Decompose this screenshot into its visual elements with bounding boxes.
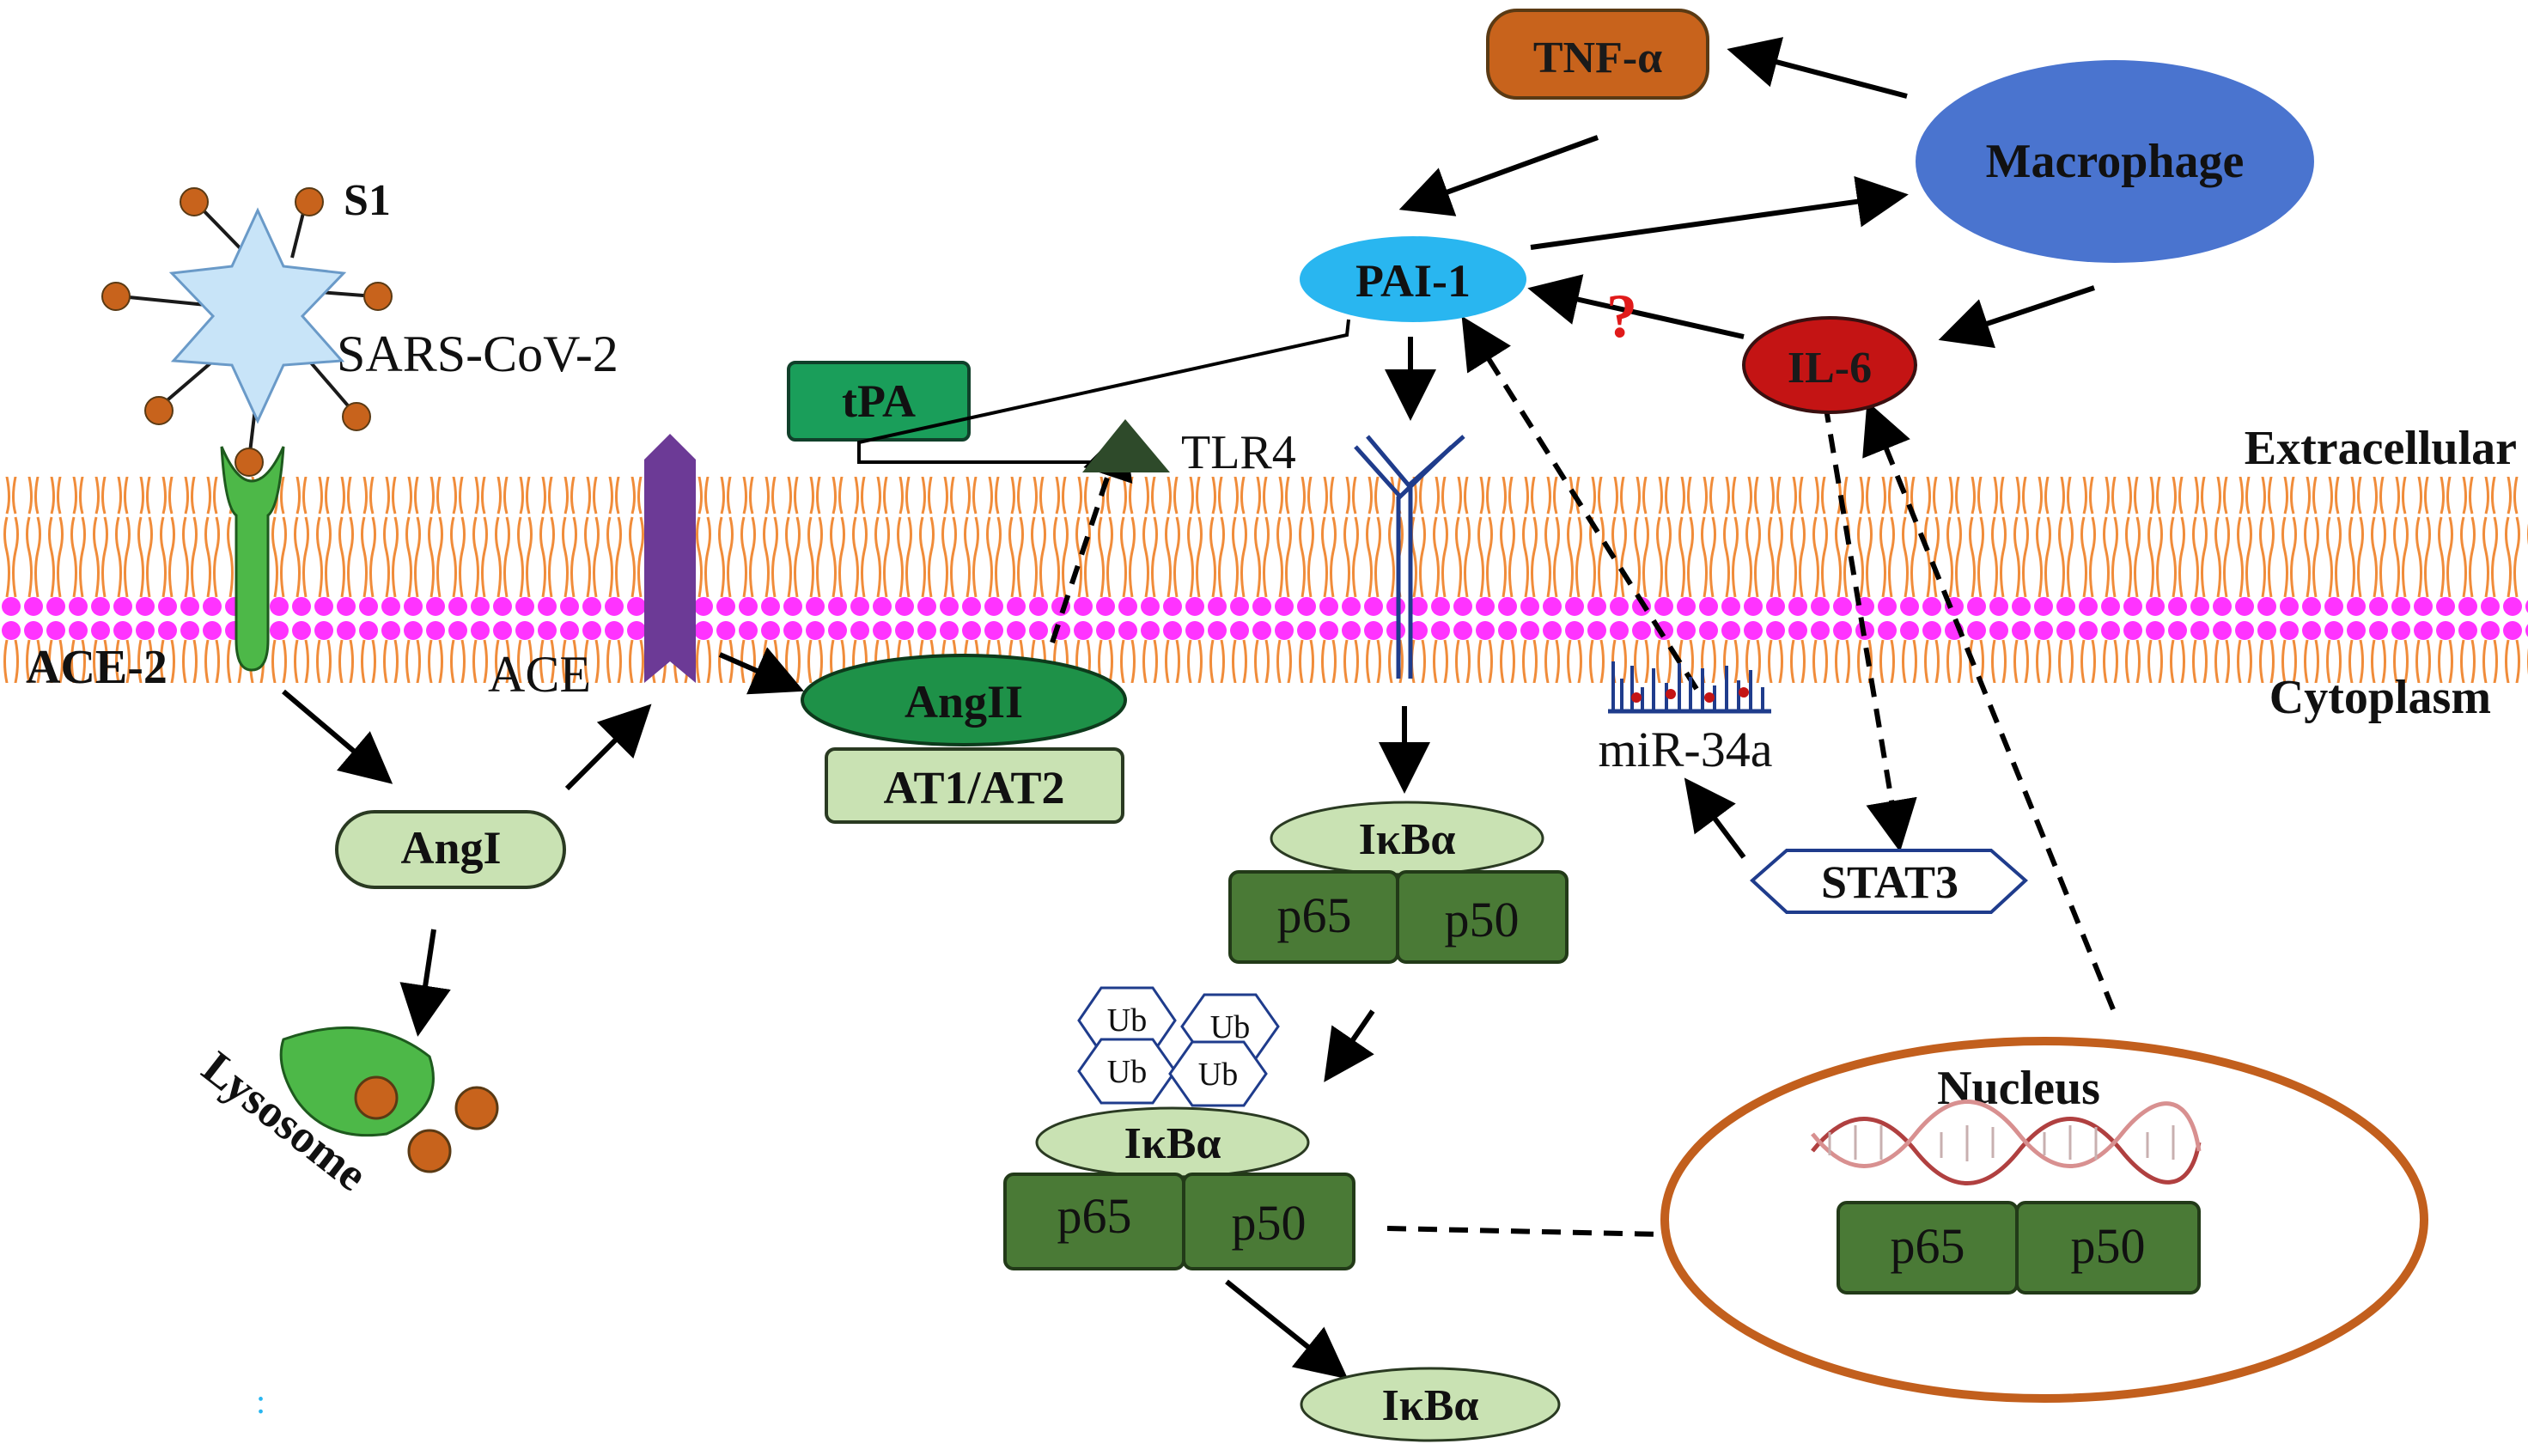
mir34a-label: miR-34a (1599, 722, 1773, 777)
arrow-ace2-to-angi (282, 689, 393, 784)
p65-label-1: p65 (1277, 887, 1352, 943)
lysosome-graphic (279, 1026, 499, 1173)
arrow-stat3-to-mir34a (1684, 777, 1746, 859)
stat3-label: STAT3 (1821, 856, 1958, 908)
il6-label: IL-6 (1788, 344, 1872, 393)
pai1-label: PAI-1 (1355, 255, 1471, 307)
tlr4-receptor (1354, 435, 1465, 679)
pai1-node (1300, 236, 1526, 322)
ubiquitin-group (1077, 986, 1280, 1107)
il6-node (1742, 316, 1917, 414)
at-receptor-label: AT1/AT2 (883, 762, 1064, 813)
ace2-receptor (220, 446, 285, 672)
s1-label: S1 (344, 176, 391, 225)
arrow-pai1-to-macrophage (1530, 175, 1909, 250)
arrow-angi-to-lysosome (399, 929, 451, 1037)
arrow-nucleus-to-il6 (1862, 400, 2116, 1011)
p50-node-2 (1182, 1173, 1355, 1270)
tnf-label: TNF-α (1533, 34, 1662, 82)
ub-label-4: Ub (1198, 1057, 1238, 1093)
ub-label-3: Ub (1107, 1054, 1147, 1090)
sars-label: SARS-CoV-2 (337, 326, 618, 382)
ace2-label: ACE-2 (26, 641, 168, 694)
angii-node (801, 654, 1127, 746)
sars-cov-2-virus (101, 187, 393, 477)
cell-membrane (0, 477, 2528, 683)
macrophage-label: Macrophage (1986, 135, 2245, 188)
p50-label-2: p50 (1232, 1195, 1307, 1251)
at-receptor-node (825, 747, 1124, 824)
nucleus-label: Nucleus (1937, 1062, 2100, 1115)
tnf-node (1486, 9, 1709, 100)
tlr4-triangle (1082, 419, 1170, 472)
p50-node-nuclear (2015, 1201, 2201, 1295)
ub-label-2: Ub (1210, 1009, 1250, 1045)
p65-label-2: p65 (1057, 1188, 1132, 1244)
macrophage-node (1916, 60, 2314, 263)
arrow-il6-to-pai1 (1527, 274, 1745, 339)
arrow-mir34a-to-pai1 (1461, 315, 1699, 691)
ikba-node-free (1300, 1367, 1561, 1442)
ub-label-1: Ub (1107, 1002, 1147, 1039)
stat3-node (1750, 849, 2028, 914)
ikba-label-free: IκBα (1382, 1381, 1479, 1430)
dna-helix-graphic (1811, 1100, 2202, 1185)
dashed-arrows (1050, 315, 2116, 1262)
ace-protein (644, 434, 696, 683)
question-mark: ? (1606, 282, 1637, 350)
arrow-il6-to-stat3 (1823, 403, 1917, 852)
angi-label: AngI (400, 822, 501, 874)
cytoplasm-label: Cytoplasm (2269, 671, 2491, 724)
arrow-complex-to-free-ikba (1225, 1279, 1349, 1380)
stray-mark: : (256, 1382, 265, 1421)
arrow-complex-to-ubiquitination (1324, 1009, 1375, 1082)
p50-label-nuclear: p50 (2071, 1218, 2146, 1274)
ub-hex-4 (1168, 1040, 1268, 1107)
arrow-ace-to-angii (718, 647, 804, 695)
arrow-macrophage-to-il6 (1938, 285, 2095, 349)
p50-node-1 (1396, 870, 1569, 964)
tlr4-label: TLR4 (1181, 426, 1296, 479)
arrow-tnf-to-pai1 (1398, 135, 1599, 216)
angi-node (335, 810, 566, 889)
arrow-angi-to-ace (564, 704, 652, 791)
tpa-label: tPA (842, 375, 916, 427)
p50-label-1: p50 (1445, 892, 1520, 947)
arrows (282, 37, 2095, 1380)
mir34a-graphic (1608, 661, 1771, 714)
ace-label: ACE (488, 646, 591, 703)
extracellular-label: Extracellular (2245, 422, 2517, 475)
pai1-tpa-inhibition-line (857, 319, 1350, 464)
ikba-label-1: IκBα (1359, 815, 1456, 864)
p65-label-nuclear: p65 (1891, 1218, 1965, 1274)
ikba-label-2: IκBα (1124, 1119, 1221, 1168)
arrow-angii-to-tlr4 (1050, 426, 1133, 643)
tpa-node (787, 361, 971, 442)
angii-label: AngII (905, 676, 1023, 728)
arrow-macrophage-to-tnf (1727, 37, 1908, 99)
